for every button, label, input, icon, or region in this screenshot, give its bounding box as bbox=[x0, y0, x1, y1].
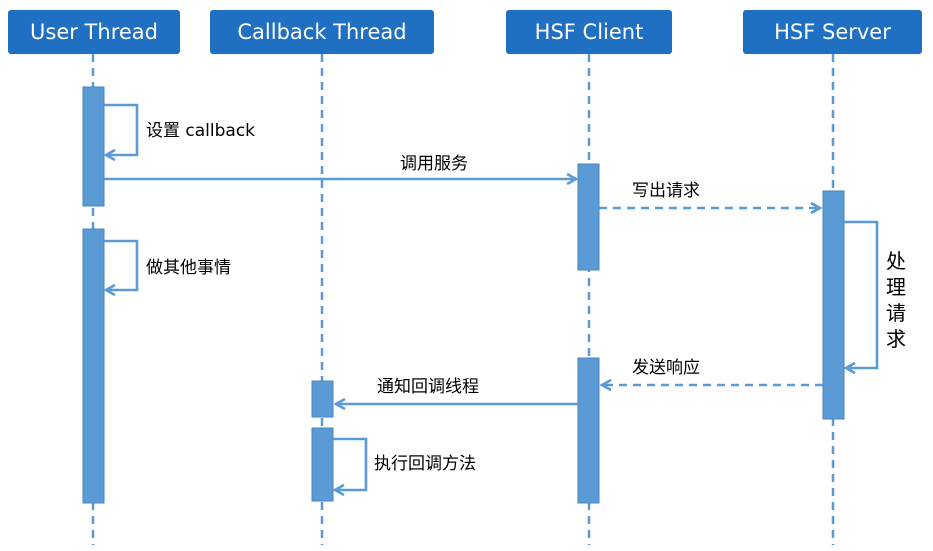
label-send-response: 发送响应 bbox=[632, 358, 700, 378]
label-process-request-char: 求 bbox=[886, 327, 906, 351]
label-do-other: 做其他事情 bbox=[146, 258, 231, 278]
activation-client-2 bbox=[577, 357, 600, 504]
lane-header-user-thread: User Thread bbox=[8, 10, 180, 54]
lane-header-hsf-server: HSF Server bbox=[743, 10, 922, 54]
label-write-request: 写出请求 bbox=[632, 181, 700, 201]
lane-header-hsf-client: HSF Client bbox=[506, 10, 672, 54]
label-process-request-char: 请 bbox=[886, 301, 906, 325]
label-process-request-char: 理 bbox=[886, 275, 906, 299]
arrow-execute-callback bbox=[333, 437, 368, 490]
activation-callback-2 bbox=[311, 427, 334, 502]
arrow-do-other bbox=[104, 239, 139, 290]
label-call-service: 调用服务 bbox=[400, 154, 468, 174]
label-notify-callback-thread: 通知回调线程 bbox=[377, 377, 479, 397]
activation-client-1 bbox=[577, 163, 600, 271]
arrow-process-request bbox=[844, 220, 879, 368]
label-process-request: 处 理 请 求 bbox=[884, 248, 908, 352]
activation-server bbox=[822, 190, 845, 420]
activation-user-2 bbox=[82, 228, 105, 504]
activation-callback-1 bbox=[311, 380, 334, 418]
arrow-set-callback bbox=[104, 103, 139, 155]
label-execute-callback: 执行回调方法 bbox=[374, 454, 476, 474]
lane-header-callback-thread: Callback Thread bbox=[210, 10, 434, 54]
label-set-callback: 设置 callback bbox=[146, 121, 256, 141]
activation-user-1 bbox=[82, 86, 105, 207]
label-process-request-char: 处 bbox=[886, 249, 906, 273]
